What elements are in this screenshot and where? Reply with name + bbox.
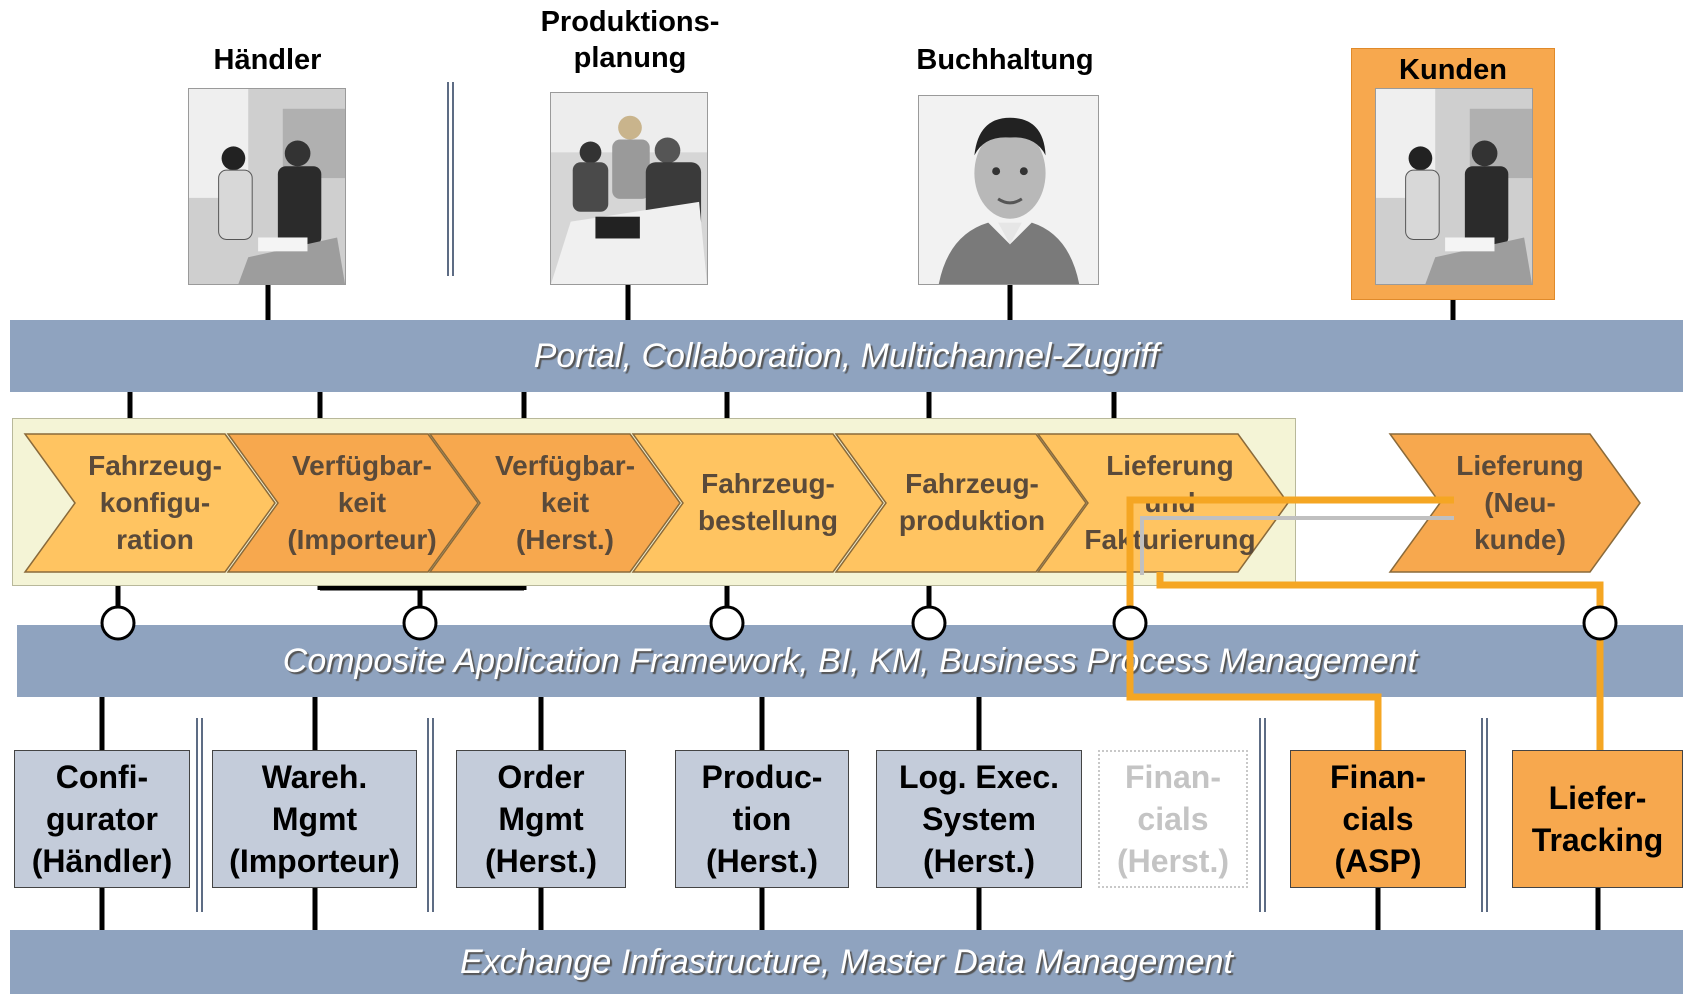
process-step-label-fahrzeugproduktion: Fahrzeug- produktion: [898, 468, 1046, 536]
process-step-chevron-1: [226, 433, 479, 573]
interface-circle: [709, 605, 745, 641]
system-log-exec: Log. Exec. System (Herst.): [876, 750, 1082, 888]
process-step-label-lieferung-neukunde: Lieferung (Neu- kunde): [1456, 449, 1584, 555]
process-step-label-fahrzeugkonfiguration: Fahrzeug- konfigu- ration: [88, 449, 222, 555]
role-label-haendler: Händler: [213, 44, 322, 76]
interface-circle: [911, 605, 947, 641]
meeting-photo: [188, 88, 346, 285]
interface-circle: [1112, 605, 1148, 641]
kunden-meeting-photo: [1375, 88, 1533, 285]
system-financials-herst: Finan- cials (Herst.): [1098, 750, 1248, 888]
process-step-chevron-3: [631, 433, 884, 573]
interface-circle: [402, 605, 438, 641]
process-step-label-lieferung-fakturierung: Lieferung und Fakturierung: [1084, 449, 1256, 555]
interface-circle: [1582, 605, 1618, 641]
process-step-label-verfuegbarkeit-importeur: Verfügbar- keit (Importeur): [287, 449, 437, 555]
process-step-chevron-0: [23, 433, 276, 573]
process-step-chevron-4: [834, 433, 1087, 573]
system-production: Produc- tion (Herst.): [675, 750, 849, 888]
process-step-label-verfuegbarkeit-herst: Verfügbar- keit (Herst.): [494, 449, 636, 555]
interface-circle: [100, 605, 136, 641]
role-label-produktionsplanung: Produktions- planung: [540, 6, 720, 74]
team-photo: [550, 92, 708, 285]
process-step-label-fahrzeugbestellung: Fahrzeug- bestellung: [697, 468, 838, 536]
portal-band: Portal, Collaboration, Multichannel-Zugr…: [10, 320, 1683, 392]
system-liefer-tracking: Liefer- Tracking: [1512, 750, 1683, 888]
system-order-mgmt: Order Mgmt (Herst.): [456, 750, 626, 888]
system-configurator: Confi- gurator (Händler): [14, 750, 190, 888]
xi-band: Exchange Infrastructure, Master Data Man…: [10, 930, 1683, 994]
portrait-photo: [918, 95, 1099, 285]
system-warehouse-mgmt: Wareh. Mgmt (Importeur): [212, 750, 417, 888]
caf-band: Composite Application Framework, BI, KM,…: [17, 625, 1683, 697]
role-label-buchhaltung: Buchhaltung: [916, 44, 1094, 76]
system-financials-asp: Finan- cials (ASP): [1290, 750, 1466, 888]
role-label-kunden: Kunden: [1399, 54, 1507, 86]
process-step-chevron-2: [428, 433, 681, 573]
